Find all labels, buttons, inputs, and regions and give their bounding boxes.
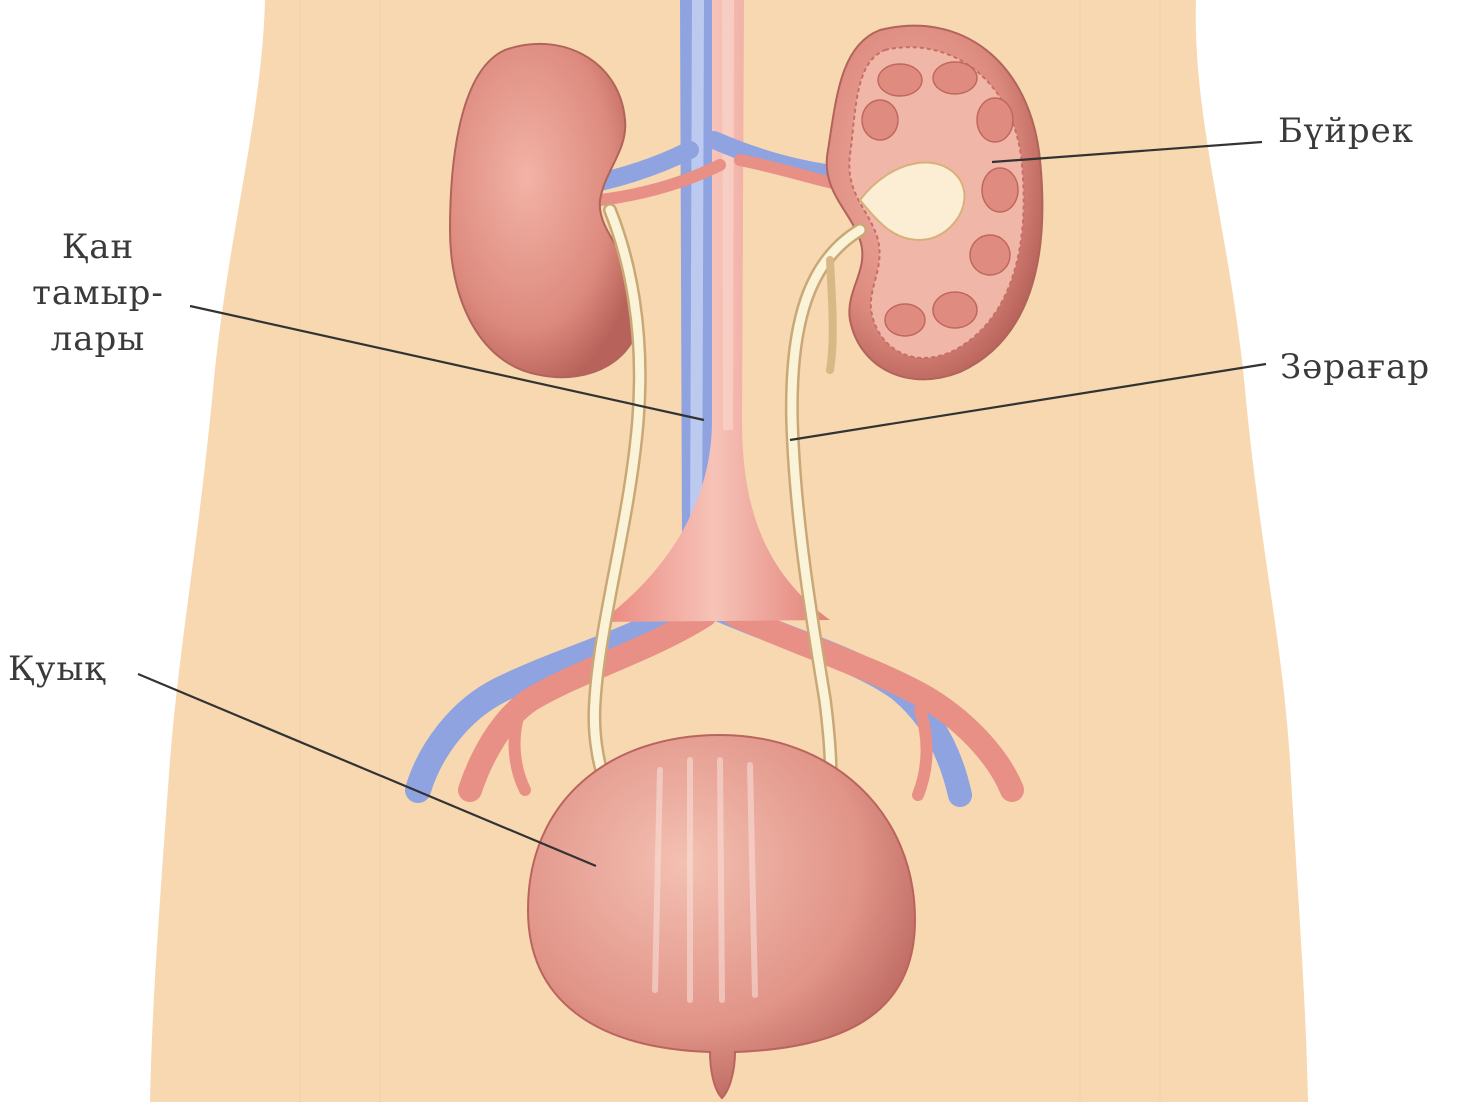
label-ureter: Зәрағар: [1280, 344, 1430, 390]
label-blood-vessels: Қан тамыр- лары: [14, 224, 182, 362]
label-kidney: Бүйрек: [1278, 108, 1414, 154]
label-blood-vessels-line-1: Қан: [14, 224, 182, 270]
label-blood-vessels-line-3: лары: [14, 316, 182, 362]
label-bladder: Қуық: [8, 646, 106, 692]
label-blood-vessels-line-2: тамыр-: [14, 270, 182, 316]
